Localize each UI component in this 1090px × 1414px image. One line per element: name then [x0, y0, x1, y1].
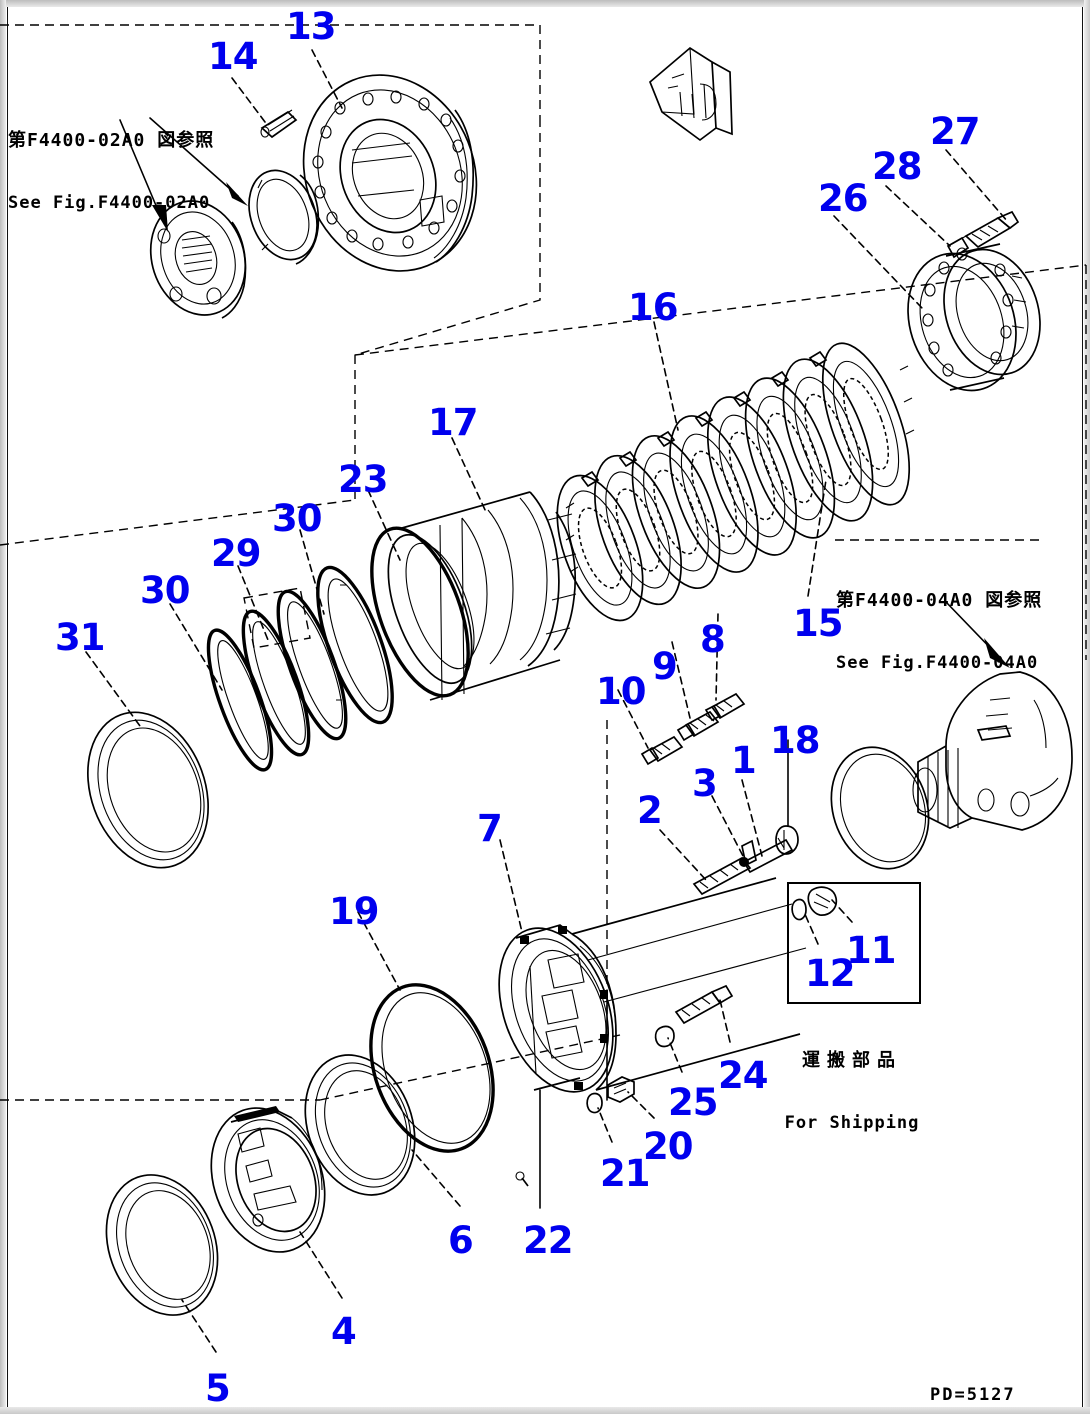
figure-reference-mid-right-en: See Fig.F4400-04A0 — [836, 653, 1039, 673]
callout-30-upper[interactable]: 30 — [272, 497, 322, 540]
callout-13[interactable]: 13 — [286, 5, 336, 48]
part-bolt-1 — [742, 837, 794, 874]
part-bolt-27 — [964, 210, 1020, 249]
part-o-ring-5 — [105, 1174, 219, 1316]
frame-border-line-right — [1082, 7, 1083, 1407]
callout-28[interactable]: 28 — [872, 145, 922, 188]
part-nut-20 — [607, 1076, 635, 1103]
part-bolt-24 — [674, 984, 734, 1025]
callout-5[interactable]: 5 — [205, 1367, 231, 1410]
part-washer-3 — [741, 839, 757, 867]
part-gasket-ring-6 — [830, 746, 930, 870]
part-washer-28 — [946, 235, 970, 259]
part-seal-ring-29 — [241, 609, 311, 757]
callout-24[interactable]: 24 — [718, 1054, 768, 1097]
detail-box-29 — [243, 587, 311, 649]
callout-27[interactable]: 27 — [930, 110, 980, 153]
part-screw-8 — [704, 692, 746, 722]
part-clutch-drum-17 — [370, 491, 577, 701]
callout-20[interactable]: 20 — [643, 1125, 693, 1168]
part-dowel-pin-14 — [260, 109, 298, 139]
callout-3[interactable]: 3 — [692, 762, 718, 805]
callout-1[interactable]: 1 — [731, 739, 757, 782]
part-pin-22-head — [515, 1171, 525, 1181]
callout-30-lower[interactable]: 30 — [140, 569, 190, 612]
callout-26[interactable]: 26 — [818, 177, 868, 220]
part-end-cover-13 — [302, 74, 478, 272]
part-pin-18 — [775, 825, 799, 855]
for-shipping-label-en: For Shipping — [784, 1113, 920, 1133]
callout-31[interactable]: 31 — [55, 616, 105, 659]
part-mounting-bracket — [648, 46, 733, 142]
frame-left-edge — [0, 0, 6, 1414]
part-screw-10 — [640, 735, 684, 766]
part-seal-ring-30b — [276, 589, 348, 741]
part-screw-9 — [676, 710, 720, 742]
frame-border-line-left — [7, 7, 8, 1407]
figure-reference-top-left: 第F4400-02A0 図参照 See Fig.F4400-02A0 — [8, 88, 214, 256]
figure-reference-top-left-jp: 第F4400-02A0 図参照 — [8, 130, 215, 151]
callout-21[interactable]: 21 — [600, 1152, 650, 1195]
callout-11[interactable]: 11 — [846, 929, 896, 972]
callout-2[interactable]: 2 — [637, 789, 663, 832]
callout-14[interactable]: 14 — [208, 35, 258, 78]
part-stud-21 — [586, 1092, 603, 1114]
callout-6[interactable]: 6 — [448, 1219, 474, 1262]
part-shaft-bolt-2 — [692, 856, 752, 896]
callout-12[interactable]: 12 — [805, 952, 855, 995]
callout-8[interactable]: 8 — [700, 618, 726, 661]
callout-29[interactable]: 29 — [211, 532, 261, 575]
callout-18[interactable]: 18 — [770, 719, 820, 762]
part-o-ring-31 — [87, 711, 209, 869]
for-shipping-label-jp: 運搬部品 — [802, 1050, 902, 1071]
figure-reference-top-left-en: See Fig.F4400-02A0 — [8, 193, 211, 213]
figure-reference-mid-right: 第F4400-04A0 図参照 See Fig.F4400-04A0 — [836, 548, 1042, 716]
part-pin-22 — [521, 1177, 529, 1187]
callout-15[interactable]: 15 — [793, 602, 843, 645]
callout-25[interactable]: 25 — [668, 1081, 718, 1124]
callout-17[interactable]: 17 — [428, 401, 478, 444]
part-piston-ring-23 — [316, 565, 394, 725]
part-washer-25 — [654, 1025, 675, 1048]
callout-16[interactable]: 16 — [628, 286, 678, 329]
part-ring-seal-mid-13 — [248, 169, 320, 265]
frame-right-edge — [1084, 0, 1090, 1414]
figure-reference-mid-right-jp: 第F4400-04A0 図参照 — [836, 590, 1043, 611]
callout-4[interactable]: 4 — [331, 1310, 357, 1353]
part-gasket-ring-6b — [304, 1054, 416, 1196]
part-o-ring-19 — [369, 983, 495, 1153]
for-shipping-box — [787, 882, 921, 1004]
callout-7[interactable]: 7 — [477, 807, 503, 850]
callout-10[interactable]: 10 — [596, 670, 646, 713]
part-seal-ring-30a — [206, 628, 274, 772]
callout-9[interactable]: 9 — [652, 645, 678, 688]
callout-19[interactable]: 19 — [329, 890, 379, 933]
part-ring-gear-hub-26 — [907, 243, 1041, 392]
for-shipping-label: 運搬部品 For Shipping — [757, 1008, 947, 1176]
callout-22[interactable]: 22 — [523, 1219, 573, 1262]
drawing-code: PD=5127 — [930, 1385, 1016, 1405]
part-brake-plate-4 — [210, 1106, 326, 1253]
callout-23[interactable]: 23 — [338, 458, 388, 501]
